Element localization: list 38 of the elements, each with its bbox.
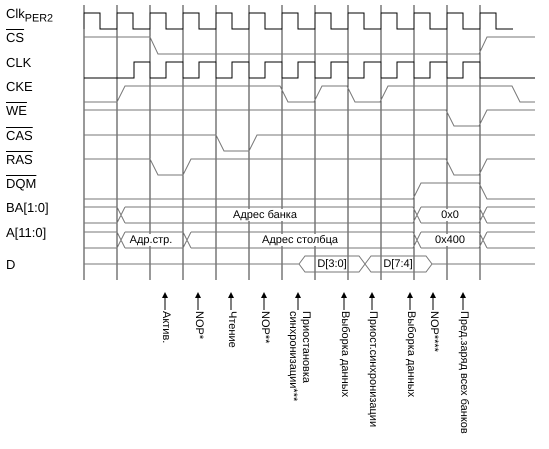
leader-arrow bbox=[195, 292, 201, 310]
leader-arrow bbox=[295, 292, 301, 310]
event-label: Выборка данных bbox=[404, 311, 417, 398]
event-label: Пред.заряд всех банков bbox=[457, 311, 470, 434]
bus-value: Адрес банка bbox=[233, 209, 297, 221]
leader-arrow bbox=[162, 292, 168, 310]
leader-arrow bbox=[369, 292, 375, 310]
signal-name: WE bbox=[6, 103, 27, 118]
event-label: Актив. bbox=[159, 311, 172, 344]
event-label: NOP**** bbox=[427, 311, 440, 352]
signal-name: D bbox=[6, 257, 16, 272]
bus-value: D[3:0] bbox=[317, 258, 347, 270]
signal-name: A[11:0] bbox=[6, 225, 46, 240]
leader-arrow bbox=[261, 292, 267, 310]
signal-name: Clk$_{PER2}$ bbox=[6, 6, 54, 27]
event-label: Чтение bbox=[225, 311, 238, 348]
event-label: Приостановка синхронизации*** bbox=[286, 311, 312, 403]
bus-value: Адрес столбца bbox=[262, 234, 338, 246]
leader-arrow bbox=[407, 292, 413, 310]
signal-name: CKE bbox=[6, 79, 33, 94]
signal-name: CLK bbox=[6, 55, 32, 70]
leader-arrow bbox=[430, 292, 436, 310]
signal-name: CAS bbox=[6, 128, 33, 143]
bus-value: 0x0 bbox=[441, 209, 459, 221]
leader-arrow bbox=[341, 292, 347, 310]
leader-arrow bbox=[460, 292, 466, 310]
bus-value: D[7:4] bbox=[383, 258, 413, 270]
event-label: Выборка данных bbox=[338, 311, 351, 398]
leader-arrow bbox=[228, 292, 234, 310]
bus-value: 0x400 bbox=[435, 234, 465, 246]
signal-name: RAS bbox=[6, 152, 33, 167]
event-label: NOP** bbox=[258, 311, 271, 344]
event-label: NOP* bbox=[192, 311, 205, 340]
event-label: Приост.синхронизации bbox=[366, 311, 379, 428]
signal-name: CS bbox=[6, 30, 24, 45]
signal-name: DQM bbox=[6, 176, 36, 191]
signal-name: BA[1:0] bbox=[6, 200, 49, 215]
bus-value: Адр.стр. bbox=[130, 234, 172, 246]
